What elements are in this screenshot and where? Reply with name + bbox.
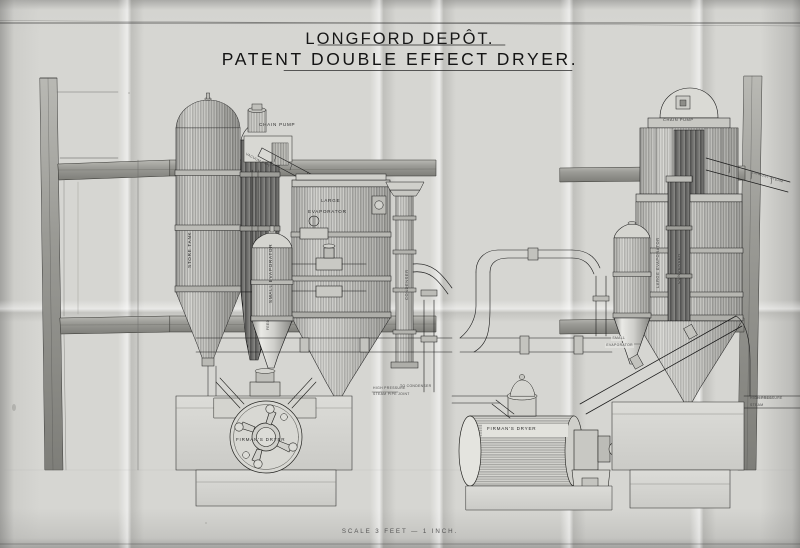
label-firmans-dryer-end-view: FIRMAN'S DRYER (236, 437, 286, 442)
label-to-condenser-left: TO CONDENSER (400, 384, 432, 388)
label-condenser-left: CONDENSER (404, 269, 409, 300)
label-firmans-dryer-side-view: FIRMAN'S DRYER (487, 426, 537, 431)
label-chain-pump-left: CHAIN PUMP (259, 122, 296, 127)
scale-note: SCALE 3 FEET — 1 INCH. (341, 528, 459, 535)
label-large-evaporator-left-line1: LARGE (321, 198, 341, 203)
paper-speck (205, 522, 207, 524)
label-hp-steam-right-line2: STEAM (750, 403, 764, 407)
paper-speck (12, 404, 16, 411)
label-store-tank: STORE TANK (187, 231, 192, 268)
label-hp-steam-right-line1: HIGH PRESSURE (750, 396, 783, 400)
label-feed-left: FEED (266, 319, 270, 330)
label-condenser-right: CONDENSER (676, 253, 681, 284)
label-small-evaporator-left: SMALL EVAPORATOR (268, 243, 273, 303)
page-title-subject: PATENT DOUBLE EFFECT DRYER. (221, 49, 579, 69)
paper-speck (128, 92, 130, 94)
label-large-evaporator-left-line2: EVAPORATOR (308, 209, 347, 214)
label-hp-steam-pipe-left-line1: HIGH PRESSURE (373, 386, 406, 390)
label-chain-pump-right: CHAIN PUMP (663, 117, 694, 122)
page-title-depot: LONGFORD DEPÔT. (305, 30, 495, 48)
label-small-evaporator-right-line1: SMALL (611, 336, 627, 341)
label-hp-steam-pipe-left-line2: STEAM PIPE JOINT (373, 392, 410, 396)
label-small-evaporator-right-line2: EVAPORATOR (605, 343, 635, 348)
label-large-evaporator-right: LARGE EVAPORATOR (655, 237, 660, 288)
